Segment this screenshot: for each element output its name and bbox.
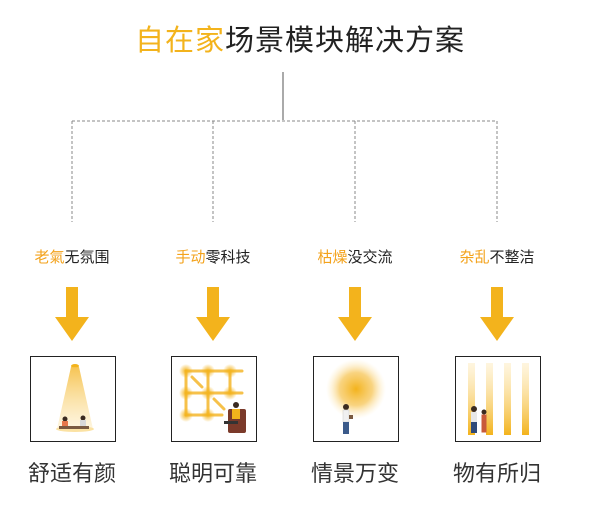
down-arrow-icon bbox=[55, 287, 89, 341]
problem-label-highlight: 老氣 bbox=[34, 248, 65, 266]
problem-label: 手动零科技 bbox=[148, 246, 278, 268]
title-rest: 场景模块解决方案 bbox=[225, 23, 466, 57]
solution-caption: 聪明可靠 bbox=[168, 462, 257, 487]
problem-label: 老氣无氛围 bbox=[7, 246, 137, 268]
problem-label-rest: 没交流 bbox=[347, 248, 393, 266]
problem-label-highlight: 杂乱 bbox=[459, 248, 490, 266]
page-title: 自在家场景模块解决方案 bbox=[0, 20, 600, 60]
problem-label-rest: 零科技 bbox=[205, 248, 251, 266]
solution-caption: 情景万变 bbox=[310, 462, 399, 487]
spotlight-lamp-icon bbox=[30, 356, 116, 442]
smart-light-grid-icon bbox=[171, 356, 257, 442]
problem-label: 杂乱不整洁 bbox=[432, 246, 562, 268]
tree-connector bbox=[71, 72, 498, 222]
problem-label-rest: 无氛围 bbox=[64, 248, 110, 266]
solution-caption: 舒适有颜 bbox=[27, 462, 116, 487]
down-arrow-icon bbox=[338, 287, 372, 341]
problem-label: 枯燥没交流 bbox=[290, 246, 420, 268]
down-arrow-icon bbox=[196, 287, 230, 341]
title-highlight: 自在家 bbox=[134, 23, 225, 57]
light-columns-icon bbox=[455, 356, 541, 442]
ambient-glow-icon bbox=[313, 356, 399, 442]
problem-label-highlight: 枯燥 bbox=[317, 248, 348, 266]
problem-label-rest: 不整洁 bbox=[489, 248, 535, 266]
problem-label-highlight: 手动 bbox=[175, 248, 206, 266]
down-arrow-icon bbox=[480, 287, 514, 341]
solution-caption: 物有所归 bbox=[452, 462, 541, 487]
